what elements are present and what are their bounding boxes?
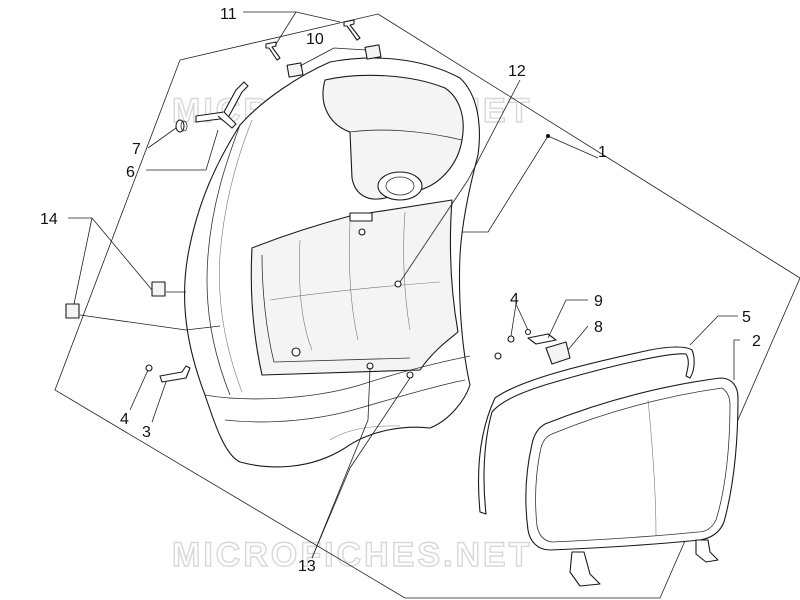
callout-12: 12: [508, 63, 526, 80]
callout-labels: 1 2 3 4 4 5 6 7 8 9 10 11 12 13 14: [40, 6, 761, 575]
bracket-3: [159, 365, 191, 383]
callout-13: 13: [298, 558, 316, 575]
callout-9: 9: [594, 293, 603, 310]
latch-8: [545, 341, 571, 365]
clips-10: [286, 44, 382, 78]
glove-box-door: [525, 377, 739, 587]
screws-11: [265, 19, 361, 61]
door-gasket: [478, 346, 695, 515]
callout-14: 14: [40, 211, 58, 228]
callout-7: 7: [132, 141, 141, 158]
latch-9: [527, 333, 557, 345]
leg-shield-panel: [184, 57, 502, 468]
hook-spring: [175, 119, 188, 133]
callout-8: 8: [594, 319, 603, 336]
callout-10: 10: [306, 31, 324, 48]
bag-hook: [195, 81, 249, 129]
watermark-bottom: MICROFICHES.NET: [172, 536, 532, 574]
callout-11: 11: [220, 6, 237, 23]
assembly-outline: [54, 13, 800, 599]
callout-5: 5: [742, 309, 751, 326]
callout-6: 6: [126, 164, 135, 181]
clips-14: [65, 281, 166, 319]
callout-1: 1: [598, 144, 607, 161]
callout-4-left: 4: [120, 411, 129, 428]
screw-4-left: [145, 364, 153, 372]
callout-4-right: 4: [510, 291, 519, 308]
leader-lines: [68, 11, 740, 559]
callout-2: 2: [752, 333, 761, 350]
callout-3: 3: [142, 424, 151, 441]
